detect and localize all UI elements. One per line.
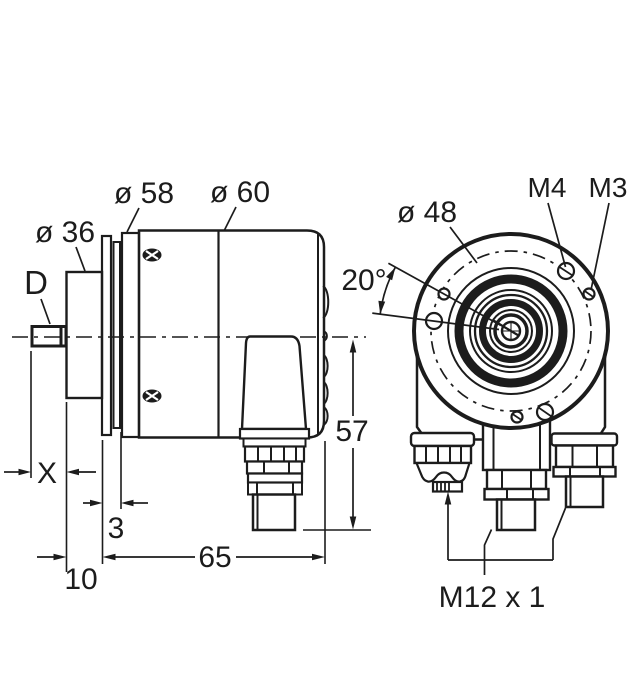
side-connector	[238, 335, 311, 532]
dim-3	[83, 499, 148, 507]
dim-text-10: 10	[64, 563, 97, 596]
cover-screw-top	[142, 248, 162, 262]
ring-58	[120, 231, 141, 439]
dimension-graphics: D ø 36 ø 58 ø 60 ø 48 M4 M3 20° X 3 10 6…	[4, 172, 627, 614]
label-dia-36: ø 36	[35, 216, 95, 249]
label-m12-thread: M12 x 1	[439, 581, 546, 614]
connector-middle	[481, 418, 552, 532]
label-dia-48: ø 48	[397, 196, 457, 229]
side-view	[12, 229, 366, 532]
flange	[65, 270, 104, 400]
label-m3: M3	[589, 172, 628, 203]
clamp-ring-1	[100, 234, 113, 437]
encoder-face	[412, 232, 610, 430]
leader-o58	[126, 207, 140, 233]
label-shaft-d: D	[24, 264, 48, 301]
connector-right	[550, 432, 619, 509]
bolt-holes	[424, 261, 596, 424]
dim-text-3: 3	[108, 512, 125, 545]
dim-text-65: 65	[198, 541, 231, 574]
leader-o48	[449, 226, 478, 264]
housing-body	[137, 229, 326, 439]
rear-gland-profile	[322, 285, 330, 426]
label-dia-60: ø 60	[210, 176, 270, 209]
leader-o36	[75, 246, 86, 272]
connector-left-gland	[409, 431, 476, 493]
front-view	[372, 202, 619, 575]
leader-m3	[590, 202, 610, 291]
dim-57	[349, 339, 357, 530]
dim-10	[37, 553, 67, 561]
dim-text-x: X	[37, 457, 57, 490]
cover-screw-bottom	[142, 389, 162, 403]
shaft-circle	[493, 313, 529, 349]
bolt-circle-48	[430, 250, 592, 412]
clamp-ring-2	[112, 241, 121, 429]
dim-65	[102, 553, 325, 561]
label-m4: M4	[528, 172, 567, 203]
label-dia-58: ø 58	[114, 177, 174, 210]
dim-text-57: 57	[335, 415, 368, 448]
leader-m4	[547, 202, 567, 268]
leader-m12	[444, 491, 567, 575]
leader-d	[40, 298, 51, 325]
leader-o60	[223, 206, 237, 232]
angle-dimension-20	[372, 262, 501, 331]
label-angle-20: 20°	[341, 264, 386, 297]
dim-x	[4, 468, 96, 476]
